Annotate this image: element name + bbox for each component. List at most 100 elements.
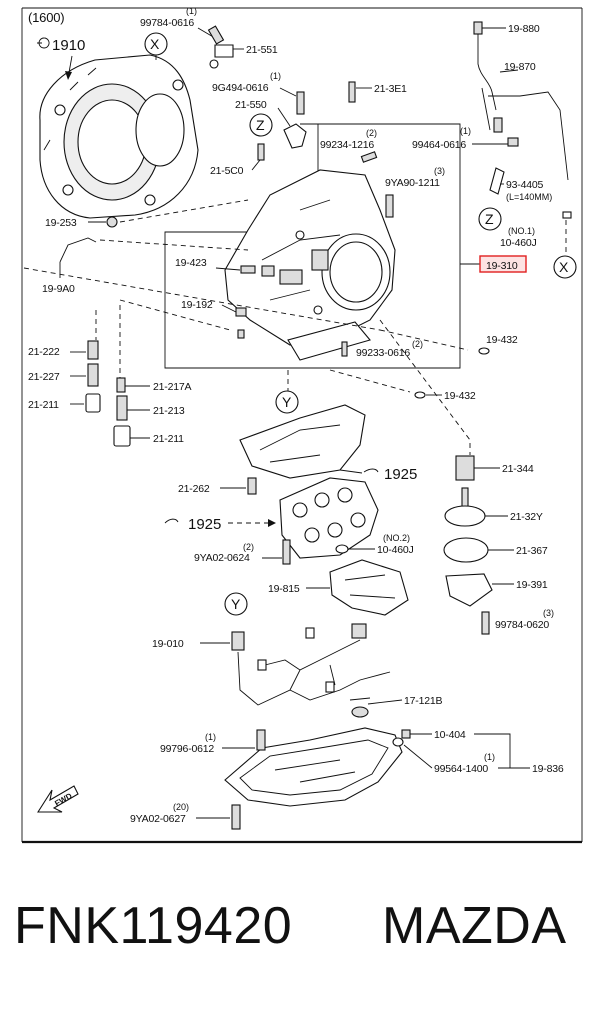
circle-z-right xyxy=(478,207,502,231)
circle-y-lower xyxy=(224,592,248,616)
bolt-21-262 xyxy=(247,477,257,495)
fwd-arrow-icon: FWD xyxy=(36,785,79,813)
ref-hand-icon-1925-a xyxy=(363,468,379,473)
harness-plug xyxy=(257,659,267,671)
qty: (3) xyxy=(543,608,554,618)
label-19-010: 19-010 xyxy=(152,638,184,650)
label-9YA02-0627: 9YA02-0627 xyxy=(130,813,186,825)
label-99796-0612: 99796-0612 xyxy=(160,743,214,755)
label-19-815: 19-815 xyxy=(268,583,300,595)
qty: (1) xyxy=(460,126,471,136)
highlight-19-310 xyxy=(479,255,527,273)
plate-detail xyxy=(259,424,341,463)
dipstick-tube xyxy=(477,34,569,181)
oring-10-460J xyxy=(562,211,572,219)
label-21-222: 21-222 xyxy=(28,346,60,358)
ref-hand-icon-1925-b xyxy=(164,518,179,524)
gasket-99564 xyxy=(392,737,404,747)
qty: (1) xyxy=(205,732,216,742)
piston-21-211-b xyxy=(113,425,131,447)
converter-housing xyxy=(39,54,199,219)
label-21-262: 21-262 xyxy=(178,483,210,495)
bolt-9G494 xyxy=(296,91,305,115)
label-19-253: 19-253 xyxy=(45,217,77,229)
bolt-99464 xyxy=(493,117,503,133)
pin-small xyxy=(237,329,245,339)
qty: (2) xyxy=(366,128,377,138)
bolt-19-423 xyxy=(240,265,256,274)
circle-x-top-label: X xyxy=(150,36,160,52)
label-19-880: 19-880 xyxy=(508,23,540,35)
spring-21-213 xyxy=(116,395,128,421)
ref-1925-a: 1925 xyxy=(384,466,417,483)
qty: (1) xyxy=(186,6,197,16)
part-19-192 xyxy=(235,307,247,317)
bolt-99234 xyxy=(360,151,378,163)
strainer-detail xyxy=(344,574,396,599)
spring-21-344 xyxy=(455,455,475,481)
bolt-21-3E1 xyxy=(348,81,356,103)
oring-19-432-a xyxy=(478,347,490,355)
label-19-423: 19-423 xyxy=(175,257,207,269)
dash-connectors-right xyxy=(329,319,471,455)
piston-rod xyxy=(461,487,469,509)
leader xyxy=(251,159,261,171)
label-19-391: 19-391 xyxy=(516,579,548,591)
label-19-432-b: 19-432 xyxy=(444,390,476,402)
label-9G494-0616: 9G494-0616 xyxy=(212,82,269,94)
pin-21-5C0 xyxy=(257,143,265,161)
leader xyxy=(221,304,237,313)
qty: (NO.1) xyxy=(508,226,535,236)
label-19-9A0: 19-9A0 xyxy=(42,283,75,295)
label-99233-0616: 99233-0616 xyxy=(356,347,410,359)
cap-19-880 xyxy=(473,21,483,35)
cover-19-391 xyxy=(445,573,493,607)
circle-y-top-label: Y xyxy=(282,394,292,410)
harness-connector xyxy=(351,623,367,639)
leader xyxy=(499,69,519,73)
label-99784-0620: 99784-0620 xyxy=(495,619,549,631)
oil-pan-19-836 xyxy=(224,727,403,807)
wiring-harness xyxy=(237,639,391,706)
label-21-211-b: 21-211 xyxy=(153,433,184,445)
bolt-small xyxy=(209,59,219,69)
circle-y-lower-label: Y xyxy=(231,596,241,612)
part-number: FNK119420 xyxy=(14,897,293,955)
oring-10-460J-no2 xyxy=(335,544,349,554)
label-21-213: 21-213 xyxy=(153,405,185,417)
qty: (NO.2) xyxy=(383,533,410,543)
dipstick xyxy=(481,87,491,131)
label-21-551: 21-551 xyxy=(246,44,278,56)
leader xyxy=(279,87,297,97)
part-19-423 xyxy=(261,265,275,277)
dash-connectors xyxy=(23,267,381,380)
dash-connector xyxy=(99,239,249,251)
oil-strainer-19-815 xyxy=(329,559,409,616)
label-9YA02-0624: 9YA02-0624 xyxy=(194,552,250,564)
dash-connector xyxy=(119,199,249,223)
ref-1925-b: 1925 xyxy=(188,516,221,533)
label-19-310: 19-310 xyxy=(486,260,518,272)
label-17-121B: 17-121B xyxy=(404,695,442,707)
label-19-870: 19-870 xyxy=(504,61,536,73)
transaxle-case xyxy=(224,169,396,361)
leader xyxy=(215,267,241,271)
circle-z-right-label: Z xyxy=(485,211,494,227)
label-99564-1400: 99564-1400 xyxy=(434,763,488,775)
plug-19-253 xyxy=(106,216,118,228)
arrow-head xyxy=(268,519,276,527)
label-21-344: 21-344 xyxy=(502,463,534,475)
harness-plug xyxy=(325,681,335,693)
spring-21-227 xyxy=(87,363,99,387)
leader xyxy=(367,699,403,705)
label-21-217A: 21-217A xyxy=(153,381,191,393)
piston-21-32Y xyxy=(444,505,486,527)
label-19-432-a: 19-432 xyxy=(486,334,518,346)
label-19-192: 19-192 xyxy=(181,299,213,311)
drain-plug-10-404 xyxy=(401,729,411,739)
label-9YA90-1211: 9YA90-1211 xyxy=(385,177,440,189)
grommet-17-121B xyxy=(351,706,369,718)
label-21-211-a: 21-211 xyxy=(28,399,59,411)
hose-93-4405 xyxy=(489,167,505,195)
label-10-404: 10-404 xyxy=(434,729,466,741)
